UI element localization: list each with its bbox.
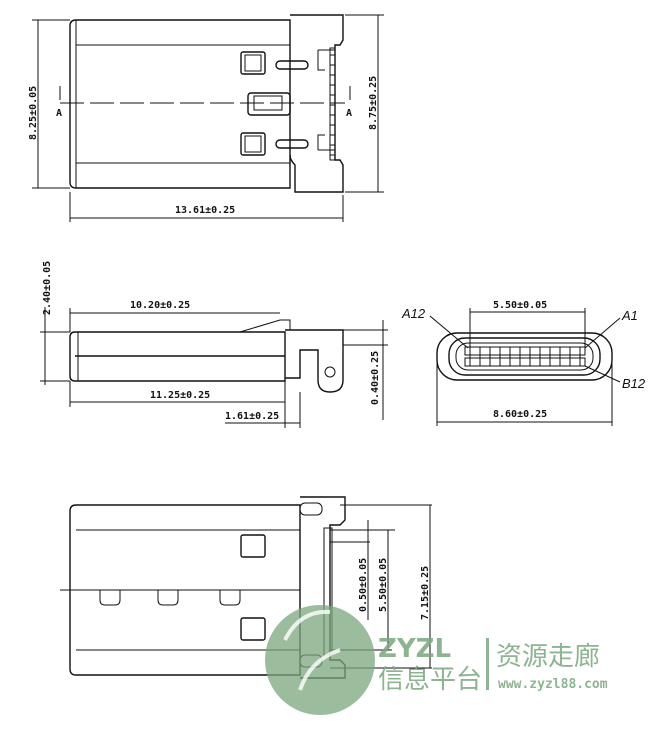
top-view: A A 8.25±0.05 8.75±0.25 13.61±0.25 (28, 14, 384, 222)
dim-width-right: 8.75±0.25 (368, 76, 379, 130)
watermark-cn-left: 信息平台 (378, 665, 482, 695)
dim-pin-span-front: 5.50±0.05 (493, 300, 547, 311)
watermark-cn-right: 资源走廊 (496, 642, 600, 672)
section-marker-left: A (56, 108, 62, 119)
contact-teeth-top (329, 47, 336, 161)
dim-overall: 7.15±0.25 (420, 566, 431, 620)
dim-width-front: 8.60±0.25 (493, 409, 547, 420)
side-view: 2.40±0.05 10.20±0.25 11.25±0.25 1.61±0.2… (40, 261, 388, 428)
dim-height: 2.40±0.05 (42, 261, 53, 315)
watermark: ZYZL 信息平台 资源走廊 www.zyzl88.com (265, 605, 608, 715)
label-a12: A12 (401, 306, 426, 321)
bottom-view: 0.50±0.05 5.50±0.05 7.15±0.25 (60, 496, 432, 679)
dim-length-upper: 10.20±0.25 (130, 300, 190, 311)
dim-width-left: 8.25±0.05 (28, 86, 39, 140)
front-view: 5.50±0.05 8.60±0.25 A12 A1 B12 (401, 300, 646, 426)
watermark-brand: ZYZL (378, 634, 451, 664)
label-b12: B12 (622, 376, 646, 391)
section-marker-right: A (346, 108, 352, 119)
contact-pins-front (464, 346, 586, 367)
dim-tail-length: 1.61±0.25 (225, 411, 279, 422)
watermark-url: www.zyzl88.com (498, 677, 608, 692)
dim-length-lower: 11.25±0.25 (150, 390, 210, 401)
dim-length: 13.61±0.25 (175, 205, 235, 216)
label-a1: A1 (621, 308, 638, 323)
dim-pin-span-bottom: 5.50±0.05 (378, 558, 389, 612)
dim-pitch: 0.50±0.05 (358, 558, 369, 612)
dim-tail-offset: 0.40±0.25 (370, 351, 381, 405)
